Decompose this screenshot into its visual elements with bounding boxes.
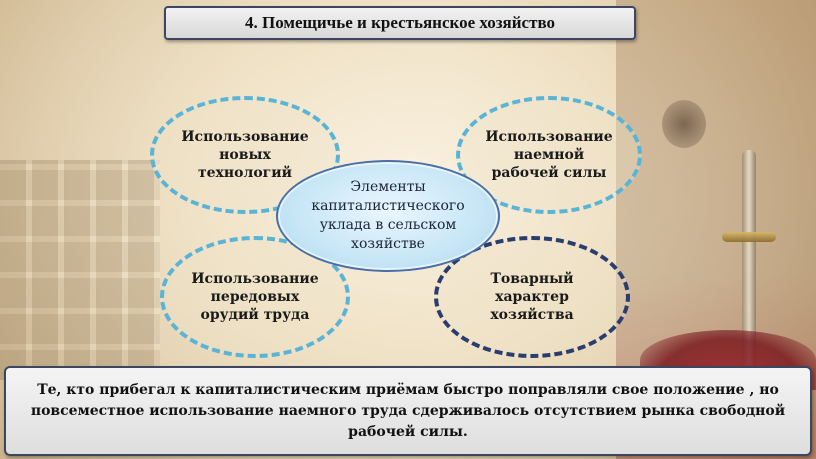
eagle-emblem-icon [662,100,706,148]
element-label: Использование передовых орудий труда [191,271,319,323]
background-portraits [0,160,160,380]
element-label: Использование наемной рабочей силы [485,129,613,181]
element-advanced-tools: Использование передовых орудий труда [160,236,350,358]
conclusion-box: Те, кто прибегал к капиталистическим при… [4,366,812,456]
conclusion-text: Те, кто прибегал к капиталистическим при… [30,381,786,440]
element-label: Использование новых технологий [181,129,309,181]
element-label: Товарный характер хозяйства [490,271,574,323]
element-hired-labor: Использование наемной рабочей силы [456,96,642,214]
central-concept: Элементы капиталистического уклада в сел… [276,160,500,272]
element-commodity-economy: Товарный характер хозяйства [434,236,630,358]
slide-title: 4. Помещичье и крестьянское хозяйство [164,6,636,40]
central-concept-label: Элементы капиталистического уклада в сел… [311,179,465,252]
sword-guard-icon [722,232,776,242]
